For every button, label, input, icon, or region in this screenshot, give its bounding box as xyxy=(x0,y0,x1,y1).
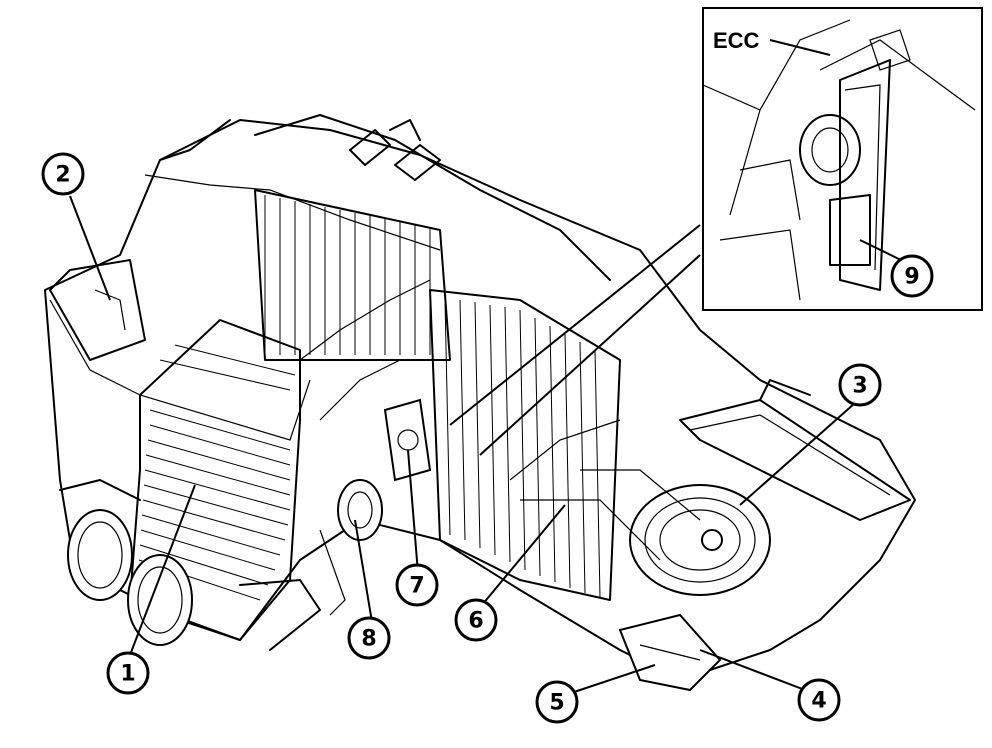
actuator-7 xyxy=(383,398,432,482)
evaporator-core xyxy=(429,289,621,601)
callout-3: 3 xyxy=(838,363,882,407)
ecc-inset: ECC xyxy=(702,7,983,311)
callout-5: 5 xyxy=(535,680,579,724)
callout-1: 1 xyxy=(106,651,150,695)
blower-housing xyxy=(629,379,911,596)
callout-2: 2 xyxy=(41,152,85,196)
air-ducts xyxy=(59,479,321,651)
actuator-8 xyxy=(319,479,383,616)
ecc-label: ECC xyxy=(713,28,760,53)
callout-label: 6 xyxy=(468,609,483,634)
linkage-cables xyxy=(299,279,701,561)
heater-core xyxy=(254,189,451,361)
callout-label: 7 xyxy=(409,574,424,599)
actuator-2 xyxy=(49,259,146,361)
callout-label: 9 xyxy=(904,265,919,290)
callout-label: 2 xyxy=(55,163,70,188)
inset-leaders xyxy=(449,224,701,456)
callout-label: 5 xyxy=(549,691,564,716)
callout-4: 4 xyxy=(797,678,841,722)
callout-6: 6 xyxy=(454,598,498,642)
callout-9: 9 xyxy=(890,254,934,298)
callout-8: 8 xyxy=(347,616,391,660)
callout-leaders xyxy=(69,195,906,696)
callout-7: 7 xyxy=(395,563,439,607)
callout-label: 1 xyxy=(120,662,135,687)
callout-label: 4 xyxy=(811,689,826,714)
callout-label: 3 xyxy=(852,374,867,399)
callout-label: 8 xyxy=(361,627,376,652)
